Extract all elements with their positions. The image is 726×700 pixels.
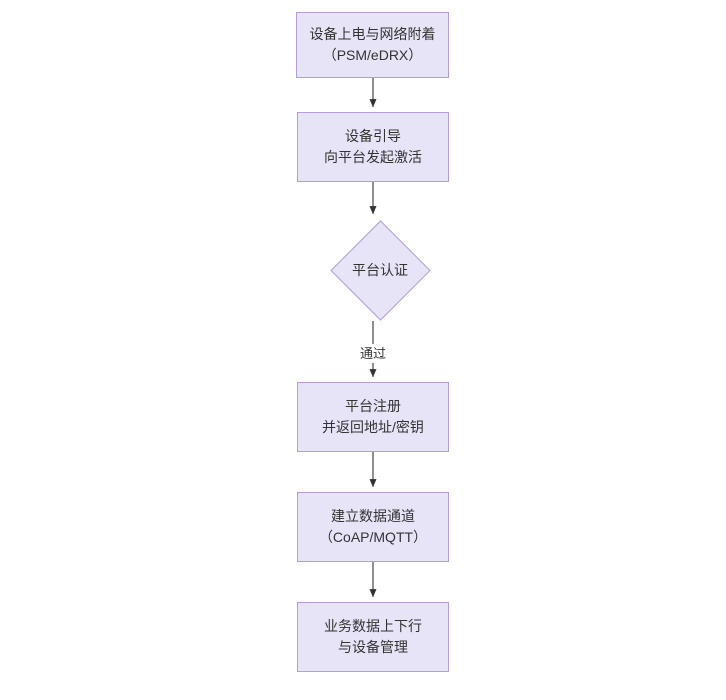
edge-label-pass: 通过 <box>357 344 390 363</box>
node-bootstrap[interactable]: 设备引导 向平台发起激活 <box>297 112 449 182</box>
node-register-line2: 并返回地址/密钥 <box>322 419 424 435</box>
node-channel[interactable]: 建立数据通道 （CoAP/MQTT） <box>297 492 449 562</box>
node-channel-line2: （CoAP/MQTT） <box>318 529 428 545</box>
node-power-on-line1: 设备上电与网络附着 <box>309 26 436 42</box>
node-power-on-line2: （PSM/eDRX） <box>322 47 423 63</box>
node-auth-decision[interactable]: 平台认证 <box>325 219 435 321</box>
node-business[interactable]: 业务数据上下行 与设备管理 <box>297 602 449 672</box>
node-bootstrap-line2: 向平台发起激活 <box>324 149 422 165</box>
node-auth-label: 平台认证 <box>352 261 408 278</box>
node-business-line2: 与设备管理 <box>338 639 408 655</box>
node-business-line1: 业务数据上下行 <box>324 618 422 634</box>
node-register-line1: 平台注册 <box>345 398 401 414</box>
node-bootstrap-line1: 设备引导 <box>345 128 401 144</box>
node-register[interactable]: 平台注册 并返回地址/密钥 <box>297 382 449 452</box>
edge-label-pass-text: 通过 <box>360 346 387 361</box>
node-power-on[interactable]: 设备上电与网络附着 （PSM/eDRX） <box>296 12 449 78</box>
node-channel-line1: 建立数据通道 <box>331 508 415 524</box>
